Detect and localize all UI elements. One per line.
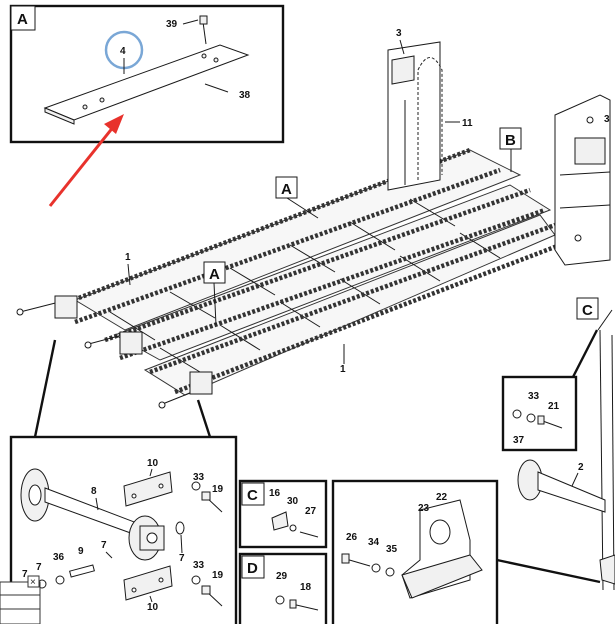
callout-26: 26 bbox=[346, 532, 358, 543]
tag-c: C bbox=[582, 302, 593, 319]
callout-1-left: 1 bbox=[125, 252, 131, 263]
detail-c-panel: C 16 30 27 bbox=[238, 479, 328, 549]
conveyor-assembly bbox=[16, 41, 615, 591]
callout-33-bottom: 33 bbox=[193, 560, 205, 571]
plate-bottom bbox=[123, 565, 173, 601]
callout-33-c: 33 bbox=[528, 391, 540, 402]
callout-9: 9 bbox=[78, 546, 84, 557]
detail-d-panel: D 29 18 bbox=[238, 552, 328, 628]
callout-3-right: 3 bbox=[604, 114, 610, 125]
callout-7-mid: 7 bbox=[101, 540, 107, 551]
detail-c-frame bbox=[238, 479, 328, 549]
callout-34: 34 bbox=[368, 537, 380, 548]
callout-7-left: 7 bbox=[36, 562, 42, 573]
callout-21: 21 bbox=[548, 401, 560, 412]
front-shafts bbox=[16, 295, 213, 409]
callout-7-right: 7 bbox=[179, 553, 185, 564]
callout-8: 8 bbox=[91, 486, 97, 497]
callout-30: 30 bbox=[287, 496, 299, 507]
callout-11: 11 bbox=[462, 118, 473, 129]
plate-top bbox=[123, 471, 173, 507]
callout-7-edge: 7 bbox=[22, 569, 28, 580]
callout-22: 22 bbox=[436, 492, 448, 503]
callout-23: 23 bbox=[418, 503, 430, 514]
callout-4: 4 bbox=[120, 46, 126, 57]
callout-27: 27 bbox=[305, 506, 317, 517]
callout-3-left: 3 bbox=[396, 28, 402, 39]
callout-38: 38 bbox=[239, 90, 251, 101]
tag-a-lower: A bbox=[209, 266, 220, 283]
bracket-detail-panel: 23 22 26 34 35 bbox=[331, 479, 499, 628]
overlay-box bbox=[0, 581, 41, 625]
callout-10-top: 10 bbox=[147, 458, 159, 469]
drive-tower-right bbox=[554, 94, 611, 266]
tag-a-upper: A bbox=[281, 181, 292, 198]
callout-18: 18 bbox=[300, 582, 312, 593]
close-icon[interactable]: × bbox=[30, 577, 36, 588]
detail-a-panel: A 39 38 4 bbox=[9, 4, 285, 144]
callout-37: 37 bbox=[513, 435, 525, 446]
detail-a-frame bbox=[9, 4, 285, 144]
bracket-detail-frame bbox=[331, 479, 499, 628]
red-pointer-arrow bbox=[48, 114, 124, 207]
right-shaft: 2 bbox=[517, 459, 606, 513]
fastener-detail-frame bbox=[501, 375, 578, 452]
detail-a-label: A bbox=[17, 11, 28, 28]
detail-d-label: D bbox=[247, 560, 258, 577]
callout-19-bottom: 19 bbox=[212, 570, 224, 581]
callout-10-bottom: 10 bbox=[147, 602, 159, 613]
callout-36: 36 bbox=[53, 552, 65, 563]
callout-1-bottom: 1 bbox=[340, 364, 346, 375]
callout-39: 39 bbox=[166, 19, 178, 30]
close-button[interactable] bbox=[27, 575, 40, 588]
callout-2: 2 bbox=[578, 462, 584, 473]
callout-19-top: 19 bbox=[212, 484, 224, 495]
shaft-detail-panel: 8 10 10 33 19 33 19 7 7 9 36 7 7 bbox=[9, 435, 238, 629]
tag-b: B bbox=[505, 132, 516, 149]
callout-33-top: 33 bbox=[193, 472, 205, 483]
overlay-widget: × bbox=[0, 575, 41, 625]
callout-35: 35 bbox=[386, 544, 398, 555]
fastener-detail-panel: 33 21 37 bbox=[501, 375, 578, 452]
detail-c-label: C bbox=[247, 487, 258, 504]
callout-29: 29 bbox=[276, 571, 288, 582]
right-frame-fragment bbox=[597, 309, 615, 591]
main-callouts: 3 3 11 1 1 bbox=[125, 28, 610, 375]
wear-strip bbox=[43, 44, 250, 121]
callout-16: 16 bbox=[269, 488, 281, 499]
section-tags: A B A C bbox=[203, 127, 599, 326]
detail-leaders bbox=[33, 329, 601, 584]
drive-tower-left bbox=[387, 41, 443, 191]
